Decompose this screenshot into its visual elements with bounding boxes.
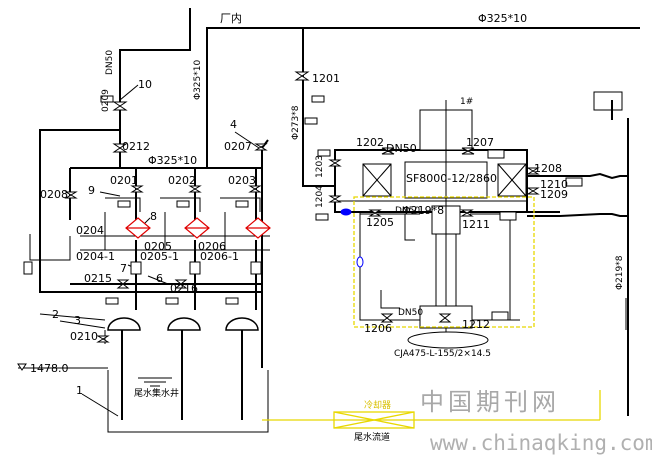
valve-0204-1: 0204-1 (76, 250, 115, 263)
valve-0201: 0201 (110, 174, 138, 187)
callout-10: 10 (138, 78, 152, 91)
right-valve-symbols (294, 71, 583, 323)
valve-0209: 0209 (101, 89, 111, 112)
callout-3: 3 (74, 314, 81, 327)
left-pipework (39, 8, 640, 420)
tailwater-sump (17, 363, 269, 433)
left-valve-symbols (23, 95, 268, 343)
watermark: 中国期刊网 www.chinaqking.com (420, 388, 652, 455)
left-pumps (107, 317, 259, 331)
callout-2: 2 (52, 308, 59, 321)
label-1r: 1# (460, 97, 473, 107)
label-pipe-219-v: Φ219*8 (615, 255, 625, 290)
valve-1208: 1208 (534, 162, 562, 175)
blue-markers (340, 208, 364, 268)
valve-0207: 0207 (224, 140, 252, 153)
valve-1210: 1210 (540, 178, 568, 191)
label-plant-in: 厂内 (220, 11, 242, 25)
label-dn50-top: DN50 (386, 142, 417, 155)
valve-0210: 0210 (70, 330, 98, 343)
valve-1204: 1204 (315, 185, 325, 208)
callout-1: 1 (76, 384, 83, 397)
callout-9: 9 (88, 184, 95, 197)
callout-6: 6 (156, 272, 163, 285)
valve-0212: 0212 (122, 140, 150, 153)
watermark-cn: 中国期刊网 (420, 388, 560, 416)
valve-0204: 0204 (76, 224, 104, 237)
label-channel: 尾水流道 (354, 431, 390, 443)
label-cooler: 冷却器 (364, 399, 391, 411)
valve-1201: 1201 (312, 72, 340, 85)
valve-1206: 1206 (364, 322, 392, 335)
label-dn50-low: DN50 (398, 308, 423, 318)
cooler-units (125, 217, 271, 239)
label-sump: 尾水集水井 (134, 387, 179, 399)
label-pipe-main-right: Φ325*10 (478, 12, 527, 25)
valve-0205-1: 0205-1 (140, 250, 179, 263)
valve-1203: 1203 (315, 155, 325, 178)
label-pipe-273: Φ273*8 (291, 105, 301, 140)
text-labels: 厂内 Φ325*10 Φ325*10 Φ325*10 Φ273*8 Φ219*8… (30, 11, 625, 443)
valve-0215: 0215 (84, 272, 112, 285)
label-pipe-219-h: Φ219*8 (402, 204, 444, 217)
valve-0208: 0208 (40, 188, 68, 201)
valve-1212: 1212 (462, 318, 490, 331)
valve-0206-1: 0206-1 (200, 250, 239, 263)
valve-1211: 1211 (462, 218, 490, 231)
callout-8: 8 (150, 210, 157, 223)
label-mill: SF8000-12/2860 (406, 172, 497, 185)
valve-0206: 0206 (198, 240, 226, 253)
label-pump: CJA475-L-155/2×14.5 (394, 349, 491, 359)
cooling-loop-yellow (262, 196, 601, 429)
label-dn50-upper: DN50 (395, 206, 420, 216)
valve-0216: 0216 (170, 282, 198, 295)
valve-0203: 0203 (228, 174, 256, 187)
label-pipe-vertical: Φ325*10 (193, 60, 203, 100)
label-pipe-main-left: Φ325*10 (148, 154, 197, 167)
valve-1205: 1205 (366, 216, 394, 229)
valve-1207: 1207 (466, 136, 494, 149)
valve-1209: 1209 (540, 188, 568, 201)
watermark-url: www.chinaqking.com (430, 431, 652, 455)
callout-4: 4 (230, 118, 237, 131)
callout-7: 7 (120, 262, 127, 275)
label-elevation: 1478.0 (30, 362, 69, 375)
label-dn50-vertical: DN50 (105, 50, 115, 75)
valve-0205: 0205 (144, 240, 172, 253)
valve-1202: 1202 (356, 136, 384, 149)
valve-0202: 0202 (168, 174, 196, 187)
